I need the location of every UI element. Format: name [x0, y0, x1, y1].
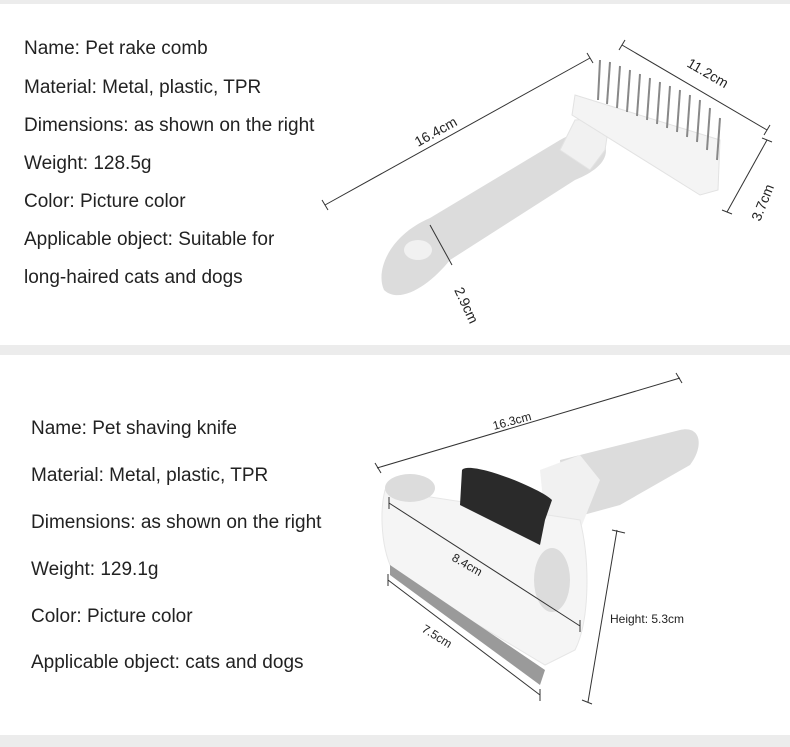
separator — [0, 735, 790, 747]
dim-handle: 2.9cm — [451, 285, 482, 326]
dim-height: 3.7cm — [748, 182, 777, 223]
spec-material: Material: Metal, plastic, TPR — [24, 77, 262, 98]
spec-material: Material: Metal, plastic, TPR — [31, 465, 269, 486]
dim-height: Height: 5.3cm — [610, 612, 684, 626]
shaving-knife-image — [381, 429, 699, 685]
rake-dimension-lines — [321, 39, 773, 266]
spec-dimensions: Dimensions: as shown on the right — [31, 512, 322, 533]
rake-comb-image — [381, 59, 721, 296]
spec-color: Color: Picture color — [31, 606, 193, 627]
separator — [0, 0, 790, 4]
knife-dimension-lines — [374, 372, 683, 705]
spec-weight: Weight: 129.1g — [31, 559, 159, 580]
spec-applicable: Applicable object: Suitable for — [24, 229, 275, 250]
dim-length: 16.3cm — [491, 409, 533, 433]
spec-dimensions: Dimensions: as shown on the right — [24, 115, 315, 136]
spec-name: Name: Pet shaving knife — [31, 418, 237, 439]
spec-name: Name: Pet rake comb — [24, 38, 208, 59]
spec-applicable: Applicable object: cats and dogs — [31, 652, 304, 673]
spec-color: Color: Picture color — [24, 191, 186, 212]
spec-weight: Weight: 128.5g — [24, 153, 152, 174]
spec-applicable-cont: long-haired cats and dogs — [24, 267, 243, 288]
separator — [0, 345, 790, 355]
